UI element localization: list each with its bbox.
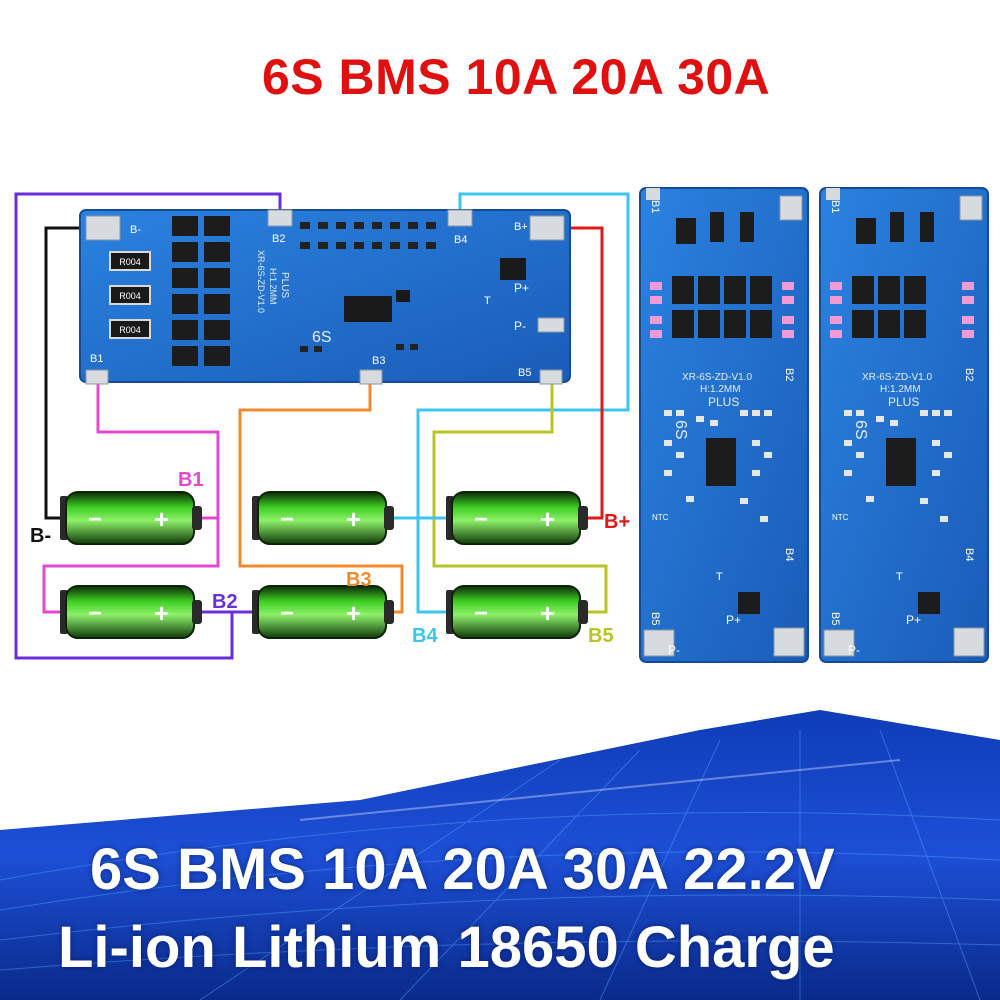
resistor-code-3: R004 — [119, 325, 141, 335]
side2-pad-label-p-minus: P- — [848, 643, 860, 657]
label-b2: B2 — [212, 591, 238, 613]
cell-plus-sign: + — [540, 598, 555, 628]
cell-plus-sign: + — [346, 598, 361, 628]
battery-cell-5: − + — [252, 585, 394, 639]
main-pad-label-b5: B5 — [518, 367, 531, 379]
side2-pad-label-t: T — [896, 571, 903, 583]
side1-pad-label-p-minus: P- — [668, 643, 680, 657]
main-silkscreen-thickness: H:1.2MM — [268, 268, 278, 305]
main-pad-label-b2: B2 — [272, 233, 285, 245]
wire-b4 — [416, 192, 630, 614]
side2-cell-label: 6S — [852, 420, 869, 440]
main-pad-label-b3: B3 — [372, 355, 385, 367]
label-b-plus: B+ — [604, 511, 630, 533]
banner-line-1: 6S BMS 10A 20A 30A 22.2V — [90, 837, 835, 902]
banner-line-2: Li-ion Lithium 18650 Charge — [58, 915, 835, 980]
side2-pad-label-ntc: NTC — [832, 513, 849, 522]
headline-title: 6S BMS 10A 20A 30A — [262, 49, 771, 105]
cell-minus-sign: − — [280, 600, 294, 627]
battery-cell-6: − + — [446, 585, 588, 639]
side2-pad-label-b4: B4 — [963, 548, 975, 561]
cell-plus-sign: + — [154, 504, 169, 534]
side2-pad-label-b2: B2 — [963, 368, 975, 381]
main-pad-label-b-plus: B+ — [514, 221, 528, 233]
wiring-diagram: R004 R004 R004 B- B1 B2 B3 B4 B+ B — [14, 187, 989, 663]
cell-minus-sign: − — [88, 506, 102, 533]
side2-pad-label-b1: B1 — [829, 200, 841, 213]
side2-silkscreen-plus: PLUS — [888, 395, 919, 409]
side2-silkscreen-thickness: H:1.2MM — [880, 384, 921, 395]
wire-b-plus — [550, 226, 604, 520]
label-b4: B4 — [412, 625, 438, 647]
wire-b3 — [238, 374, 404, 614]
wires — [14, 192, 630, 660]
wire-b1 — [42, 374, 220, 614]
bottom-banner: 6S BMS 10A 20A 30A 22.2V Li-ion Lithium … — [0, 700, 1000, 1000]
battery-cells: − + − + − + − + — [60, 491, 588, 639]
battery-cell-4: − + — [60, 585, 202, 639]
side1-pad-label-ntc: NTC — [652, 513, 669, 522]
main-pad-label-p-minus: P- — [514, 319, 526, 333]
label-b-minus: B- — [30, 525, 51, 547]
main-pad-label-t: T — [484, 295, 491, 307]
side1-silkscreen-model: XR-6S-ZD-V1.0 — [682, 372, 752, 383]
cell-minus-sign: − — [88, 600, 102, 627]
bms-board-side-2: P- P+ T NTC B1 B2 B4 B5 XR-6S-ZD-V1.0 H:… — [819, 187, 989, 663]
side2-pad-label-b5: B5 — [829, 612, 841, 625]
cell-minus-sign: − — [280, 506, 294, 533]
side1-silkscreen-plus: PLUS — [708, 395, 739, 409]
main-pad-label-b-minus: B- — [130, 224, 141, 236]
side1-cell-label: 6S — [672, 420, 689, 440]
cell-minus-sign: − — [474, 600, 488, 627]
protection-ic — [344, 296, 392, 322]
main-silkscreen-model: XR-6S-ZD-V1.0 — [256, 250, 266, 313]
side1-pad-label-b4: B4 — [783, 548, 795, 561]
wire-labels: B- B1 B2 B3 B4 B5 B+ — [30, 469, 630, 647]
label-b3: B3 — [346, 569, 372, 591]
cell-plus-sign: + — [154, 598, 169, 628]
wire-b5 — [432, 374, 608, 614]
bms-board-side-1: P- P+ T NTC B1 B2 B4 B5 XR-6S-ZD-V1.0 H:… — [639, 187, 809, 663]
wire-b-minus — [44, 226, 100, 520]
label-b1: B1 — [178, 469, 204, 491]
side1-pad-label-t: T — [716, 571, 723, 583]
main-pad-label-b1: B1 — [90, 353, 103, 365]
cell-minus-sign: − — [474, 506, 488, 533]
resistor-code-1: R004 — [119, 257, 141, 267]
side2-pad-label-p-plus: P+ — [906, 613, 921, 627]
main-cell-label: 6S — [312, 329, 332, 346]
side1-pad-label-b1: B1 — [649, 200, 661, 213]
side1-silkscreen-thickness: H:1.2MM — [700, 384, 741, 395]
cell-plus-sign: + — [346, 504, 361, 534]
side1-pad-label-b2: B2 — [783, 368, 795, 381]
label-b5: B5 — [588, 625, 614, 647]
battery-cell-1: − + — [60, 491, 202, 545]
bms-board-main: R004 R004 R004 B- B1 B2 B3 B4 B+ B — [79, 209, 571, 385]
banner-background — [0, 710, 1000, 1000]
main-pad-label-b4: B4 — [454, 234, 467, 246]
battery-cell-3: − + — [446, 491, 588, 545]
side1-pad-label-b5: B5 — [649, 612, 661, 625]
resistor-code-2: R004 — [119, 291, 141, 301]
main-silkscreen-plus: PLUS — [279, 272, 290, 298]
main-pad-label-p-plus: P+ — [514, 281, 529, 295]
cell-plus-sign: + — [540, 504, 555, 534]
side1-pad-label-p-plus: P+ — [726, 613, 741, 627]
battery-cell-2: − + — [252, 491, 394, 545]
side2-silkscreen-model: XR-6S-ZD-V1.0 — [862, 372, 932, 383]
